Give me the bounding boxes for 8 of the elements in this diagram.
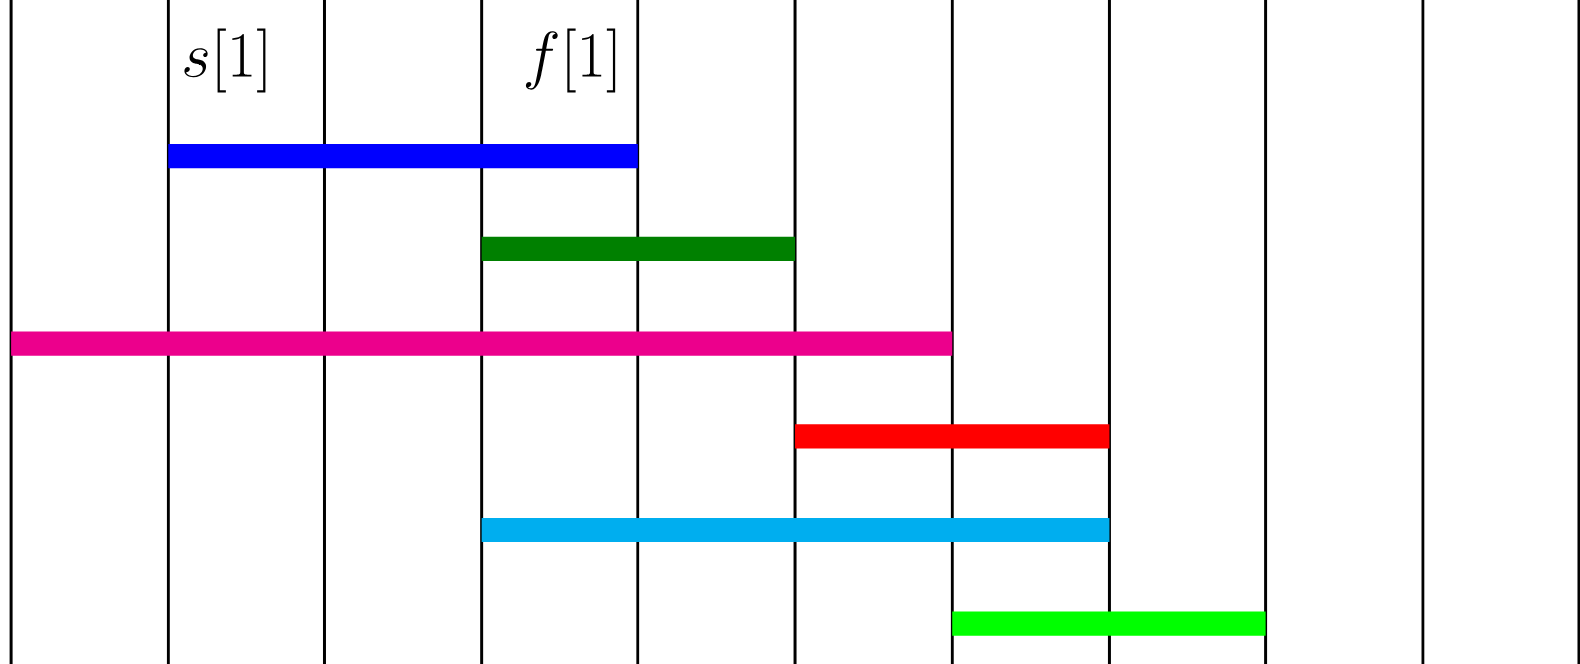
interval-bar — [11, 331, 953, 356]
math-label: $f[1]$ — [525, 28, 616, 93]
interval-bar — [481, 236, 796, 261]
interval-bar — [952, 611, 1266, 636]
interval-bar — [795, 424, 1110, 449]
math-label: $s[1]$ — [184, 28, 266, 93]
interval-bar — [481, 517, 1110, 543]
interval-bar — [168, 144, 638, 169]
